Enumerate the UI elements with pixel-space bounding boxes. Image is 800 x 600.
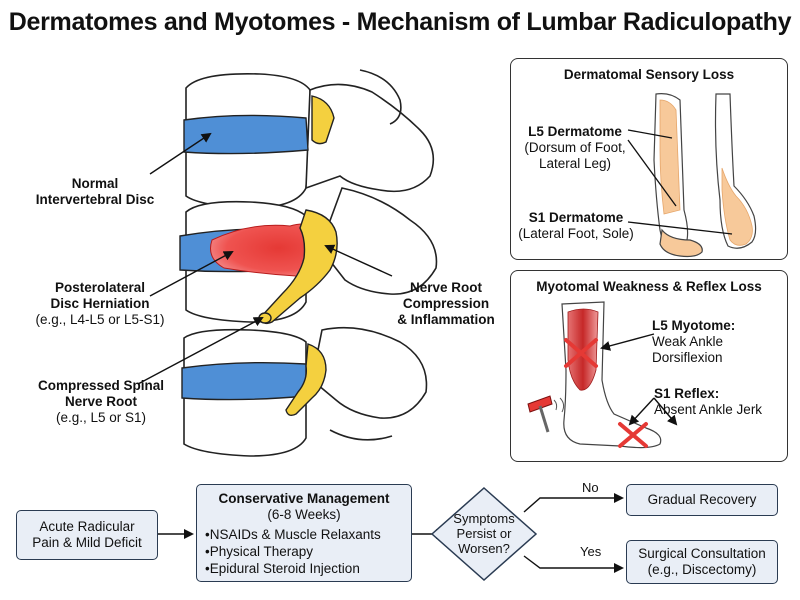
myotomal-panel: Myotomal Weakness & Reflex Loss: [510, 270, 788, 462]
lower-disc: [181, 361, 307, 401]
label-s1-reflex: S1 Reflex: Absent Ankle Jerk: [654, 386, 763, 417]
dermatomal-panel: Dermatomal Sensory Loss: [510, 58, 788, 260]
label-s1-dermatome: S1 Dermatome (Lateral Foot, Sole): [518, 210, 634, 241]
label-l5-myotome: L5 Myotome: Weak Ankle Dorsiflexion: [652, 318, 736, 365]
decision-text: Symptoms Persist or Worsen?: [453, 511, 515, 556]
myotome-callout-arrows: [600, 333, 678, 426]
list-item: NSAIDs & Muscle Relaxants: [205, 526, 403, 543]
conservative-duration: (6-8 Weeks): [267, 507, 341, 522]
upper-nerve-root: [311, 95, 335, 145]
spine-callout-arrows: [137, 132, 393, 385]
reflex-hammer: [527, 395, 553, 413]
s1-dermatome-shading: [721, 167, 753, 246]
normal-disc: [183, 114, 309, 155]
label-disc-herniation: Posterolateral Disc Herniation (e.g., L4…: [35, 280, 165, 327]
list-item: Physical Therapy: [205, 543, 403, 560]
decision-diamond: [430, 486, 538, 582]
gradual-recovery-box: Gradual Recovery: [626, 484, 778, 516]
conservative-list: NSAIDs & Muscle Relaxants Physical Thera…: [205, 526, 403, 577]
flow-start-box: Acute Radicular Pain & Mild Deficit: [16, 510, 158, 560]
dermatome-leader-lines: [627, 129, 733, 235]
l5-dermatome-shading: [659, 99, 681, 215]
compressed-nerve-root: [259, 209, 338, 325]
lower-nerve-root: [285, 343, 327, 417]
middle-posterior-elements: [319, 187, 438, 295]
legs-illustration: [653, 93, 757, 258]
myotomal-panel-title: Myotomal Weakness & Reflex Loss: [536, 279, 762, 294]
lower-posterior-elements: [311, 326, 428, 419]
no-label: No: [582, 480, 599, 495]
yes-label: Yes: [580, 544, 602, 559]
conservative-title: Conservative Management: [218, 491, 390, 506]
dermatomal-panel-title: Dermatomal Sensory Loss: [563, 67, 735, 82]
label-l5-dermatome: L5 Dermatome (Dorsum of Foot, Lateral Le…: [524, 124, 626, 171]
surgical-consultation-box: Surgical Consultation (e.g., Discectomy): [626, 540, 778, 584]
l5-myotome-cross: [564, 338, 598, 368]
s1-reflex-cross: [618, 422, 648, 448]
label-compressed-nerve-root: Compressed Spinal Nerve Root (e.g., L5 o…: [37, 378, 165, 425]
conservative-management-box: Conservative Management (6-8 Weeks) NSAI…: [196, 484, 412, 582]
label-normal-disc: Normal Intervertebral Disc: [35, 176, 155, 207]
left-foot: [659, 228, 703, 258]
list-item: Epidural Steroid Injection: [205, 560, 403, 577]
label-nerve-root-compression: Nerve Root Compression & Inflammation: [397, 280, 495, 327]
page-title: Dermatomes and Myotomes - Mechanism of L…: [8, 8, 792, 36]
upper-posterior-elements: [305, 83, 435, 193]
